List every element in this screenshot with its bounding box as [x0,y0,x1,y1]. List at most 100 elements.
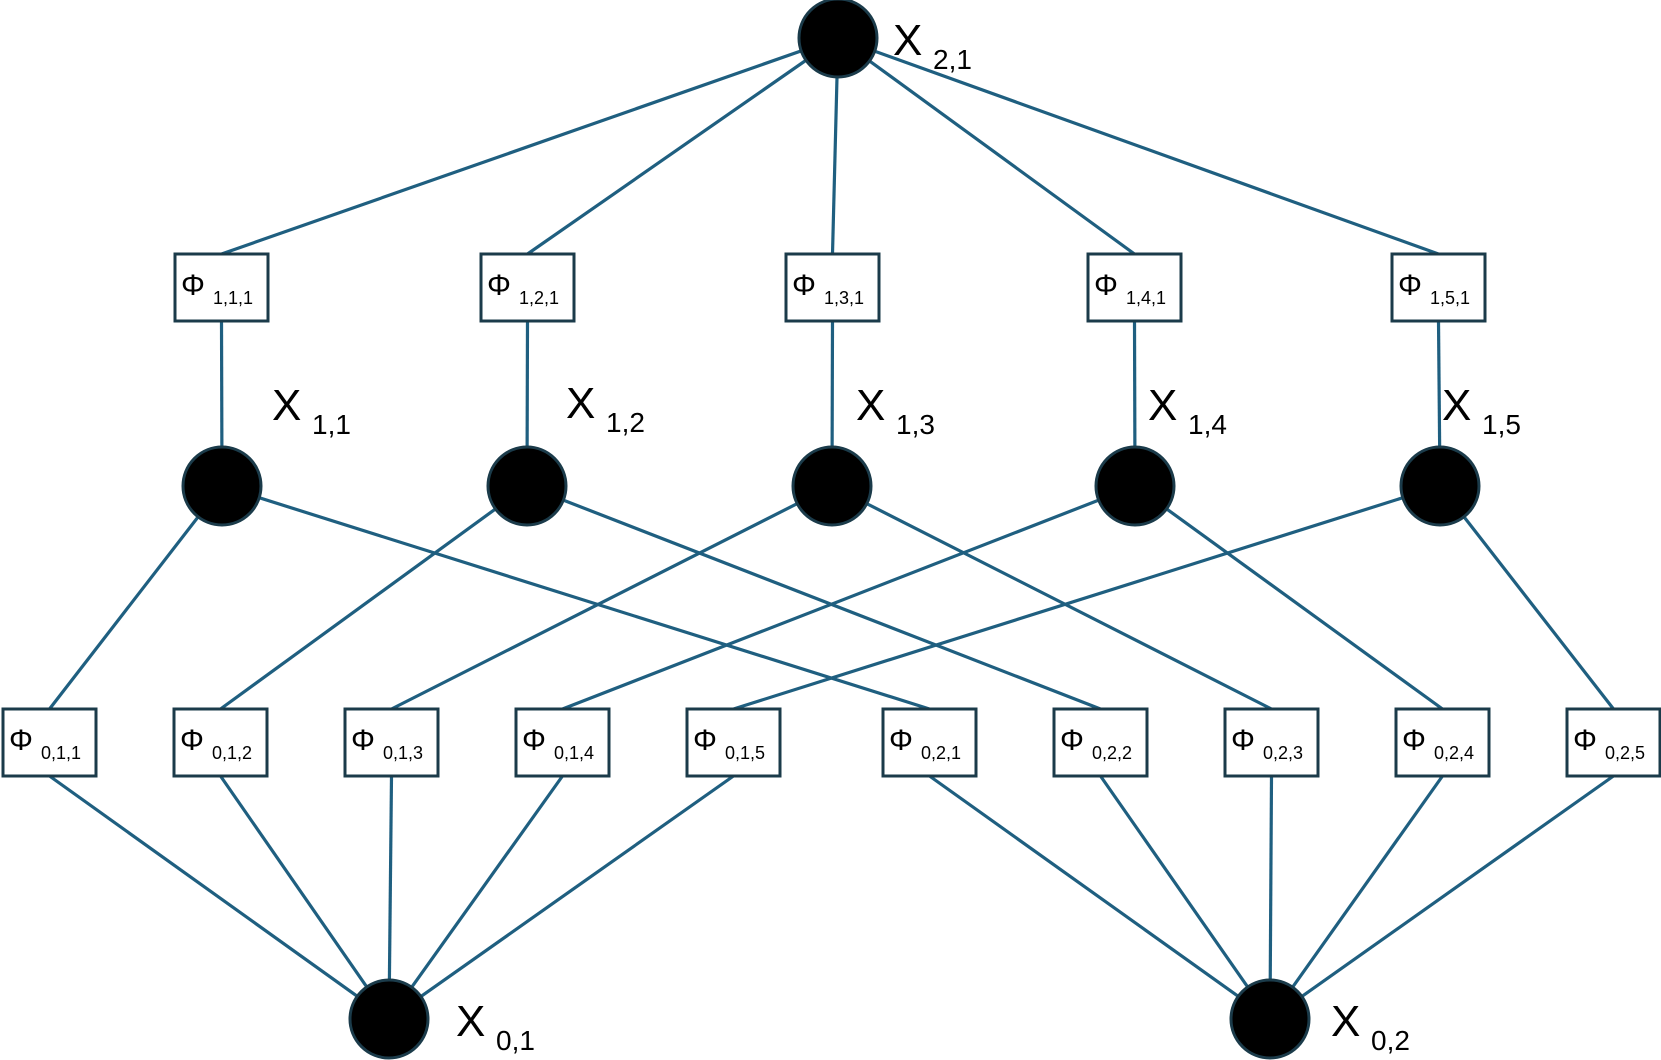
variable-circle [486,445,568,527]
factor-f015: Φ 0,1,5 [685,707,782,778]
factor-symbol: Φ [792,269,816,302]
factor-box [343,707,440,778]
edge-x14-f014 [561,484,1136,711]
factor-box [173,252,270,323]
edge-x15-f025 [1438,485,1615,710]
factor-subscript: 0,1,2 [212,743,252,763]
edge-f021-x02 [928,774,1271,1021]
edge-x13-f023 [831,484,1273,711]
factor-symbol: Φ [180,724,204,757]
factor-symbol: Φ [9,724,33,757]
edge-f024-x02 [1268,775,1444,1020]
factor-subscript: 0,2,3 [1263,743,1303,763]
edge-x12-f012 [219,484,528,711]
variable-node-x02: X 0,2 [1229,978,1410,1060]
variable-subscript: 1,5 [1482,409,1521,440]
variable-circle [348,978,430,1060]
factor-subscript: 0,1,1 [41,743,81,763]
edge-x15-f015 [733,484,1441,711]
factor-box [479,252,576,323]
factor-symbol: Φ [181,269,205,302]
factor-box [1086,252,1183,323]
factor-f023: Φ 0,2,3 [1223,707,1320,778]
factor-symbol: Φ [693,724,717,757]
factor-f024: Φ 0,2,4 [1394,707,1491,778]
factor-subscript: 0,2,1 [921,743,961,763]
factor-box [1052,707,1149,778]
factor-subscript: 0,2,5 [1605,743,1645,763]
factor-f131: Φ 1,3,1 [784,252,881,323]
edge-x21-f151 [837,36,1440,256]
variable-symbol: X [1442,381,1471,430]
factor-box [1223,707,1320,778]
variable-symbol: X [893,16,922,65]
factor-subscript: 1,4,1 [1126,288,1166,308]
factor-subscript: 0,2,2 [1092,743,1132,763]
variable-subscript: 0,2 [1371,1025,1410,1056]
factor-subscript: 0,1,4 [554,743,594,763]
factor-f025: Φ 0,2,5 [1565,707,1661,778]
variable-subscript: 1,1 [312,409,351,440]
variable-node-x12: X 1,2 [486,379,645,527]
factor-symbol: Φ [1573,724,1597,757]
edge-x11-f011 [48,485,224,710]
variable-circle [1399,445,1481,527]
factor-symbol: Φ [1402,724,1426,757]
variable-symbol: X [1331,997,1360,1046]
variable-symbol: X [456,997,485,1046]
edge-f014-x01 [387,775,564,1020]
factor-box [172,707,269,778]
factor-f011: Φ 0,1,1 [1,707,98,778]
variable-subscript: 1,4 [1188,409,1227,440]
factor-box [1,707,98,778]
factor-subscript: 0,1,5 [725,743,765,763]
variable-circle [181,445,263,527]
edge-f013-x01 [387,775,394,1020]
factor-subscript: 0,2,4 [1434,743,1474,763]
factor-f022: Φ 0,2,2 [1052,707,1149,778]
variable-symbol: X [272,381,301,430]
edges-layer [48,36,1615,1021]
factor-symbol: Φ [1231,724,1255,757]
factor-symbol: Φ [1060,724,1084,757]
factor-box [514,707,611,778]
factor-symbol: Φ [1398,269,1422,302]
edge-f011-x01 [48,774,390,1021]
edge-x13-f013 [390,484,833,711]
variable-circle [791,445,873,527]
variable-node-x11: X 1,1 [181,381,351,527]
factor-box [1390,252,1487,323]
edge-x21-f121 [526,36,839,256]
factor-f014: Φ 0,1,4 [514,707,611,778]
edge-f015-x01 [388,774,735,1021]
variable-subscript: 1,3 [896,409,935,440]
variable-subscript: 1,2 [606,407,645,438]
edge-f012-x01 [219,775,391,1020]
edge-x11-f021 [221,484,930,711]
factor-subscript: 1,2,1 [519,288,559,308]
edge-f025-x02 [1269,774,1615,1021]
factor-symbol: Φ [487,269,511,302]
edge-x21-f111 [220,36,839,256]
edge-x21-f141 [837,36,1136,256]
variable-symbol: X [566,379,595,428]
variable-circle [797,0,879,79]
factor-box [1565,707,1661,778]
factor-box [1394,707,1491,778]
factor-subscript: 1,3,1 [824,288,864,308]
factor-symbol: Φ [351,724,375,757]
factor-box [685,707,782,778]
edge-f022-x02 [1099,775,1272,1020]
edge-x12-f022 [526,484,1102,711]
edge-x14-f024 [1134,484,1444,711]
factor-f121: Φ 1,2,1 [479,252,576,323]
factor-symbol: Φ [522,724,546,757]
